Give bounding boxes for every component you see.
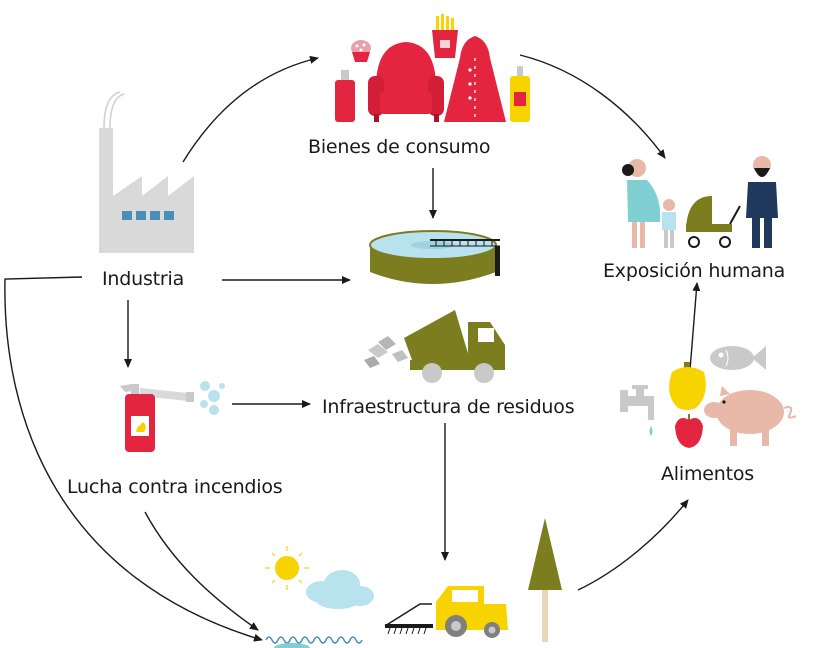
arrow-industria-to-bienes [182, 55, 319, 163]
faucet-icon [620, 385, 654, 436]
label-bienes-de-consumo: Bienes de consumo [308, 136, 491, 158]
fish-icon [710, 346, 766, 370]
arrow-incendios-to-environment [144, 511, 259, 631]
arrow-bienes-to-exposicion [519, 54, 666, 159]
tree-icon [528, 518, 562, 642]
label-lucha-contra-incendios: Lucha contra incendios [67, 476, 283, 498]
arrow-environment-to-alimentos [577, 499, 689, 591]
arrow-alimentos-to-exposicion [689, 282, 701, 371]
fire-extinguisher-icon [120, 381, 225, 452]
armchair-icon [368, 42, 444, 122]
label-industria: Industria [102, 268, 185, 290]
label-exposicion-humana: Exposición humana [603, 260, 786, 282]
bottle-icon [510, 66, 530, 122]
label-infraestructura-de-residuos: Infraestructura de residuos [322, 396, 575, 418]
water-treatment-plant-icon [369, 230, 500, 284]
spray-can-icon [335, 70, 355, 122]
dump-truck-icon [364, 310, 505, 383]
human-figures-icons [622, 156, 778, 248]
sun-icon [265, 546, 309, 590]
fries-icon [432, 14, 458, 58]
tractor-icon [384, 586, 508, 638]
factory-icon [99, 91, 194, 253]
apple-icon [675, 414, 703, 448]
label-alimentos: Alimentos [661, 463, 754, 485]
coat-icon [444, 36, 506, 122]
food-icons [620, 346, 797, 448]
water-wave-icon [265, 636, 363, 648]
arrows [4, 54, 701, 642]
stroller-icon [686, 196, 741, 248]
arrow-industria-to-environment [4, 276, 263, 642]
pregnant-woman-icon [622, 159, 661, 248]
man-icon [746, 156, 778, 248]
consumer-goods-icons [335, 14, 530, 122]
cloud-icon [306, 570, 374, 609]
cupcake-icon [351, 40, 371, 62]
pig-icon [704, 386, 797, 446]
pepper-icon [669, 362, 706, 410]
child-icon [662, 199, 676, 248]
environment-icons [265, 518, 562, 648]
